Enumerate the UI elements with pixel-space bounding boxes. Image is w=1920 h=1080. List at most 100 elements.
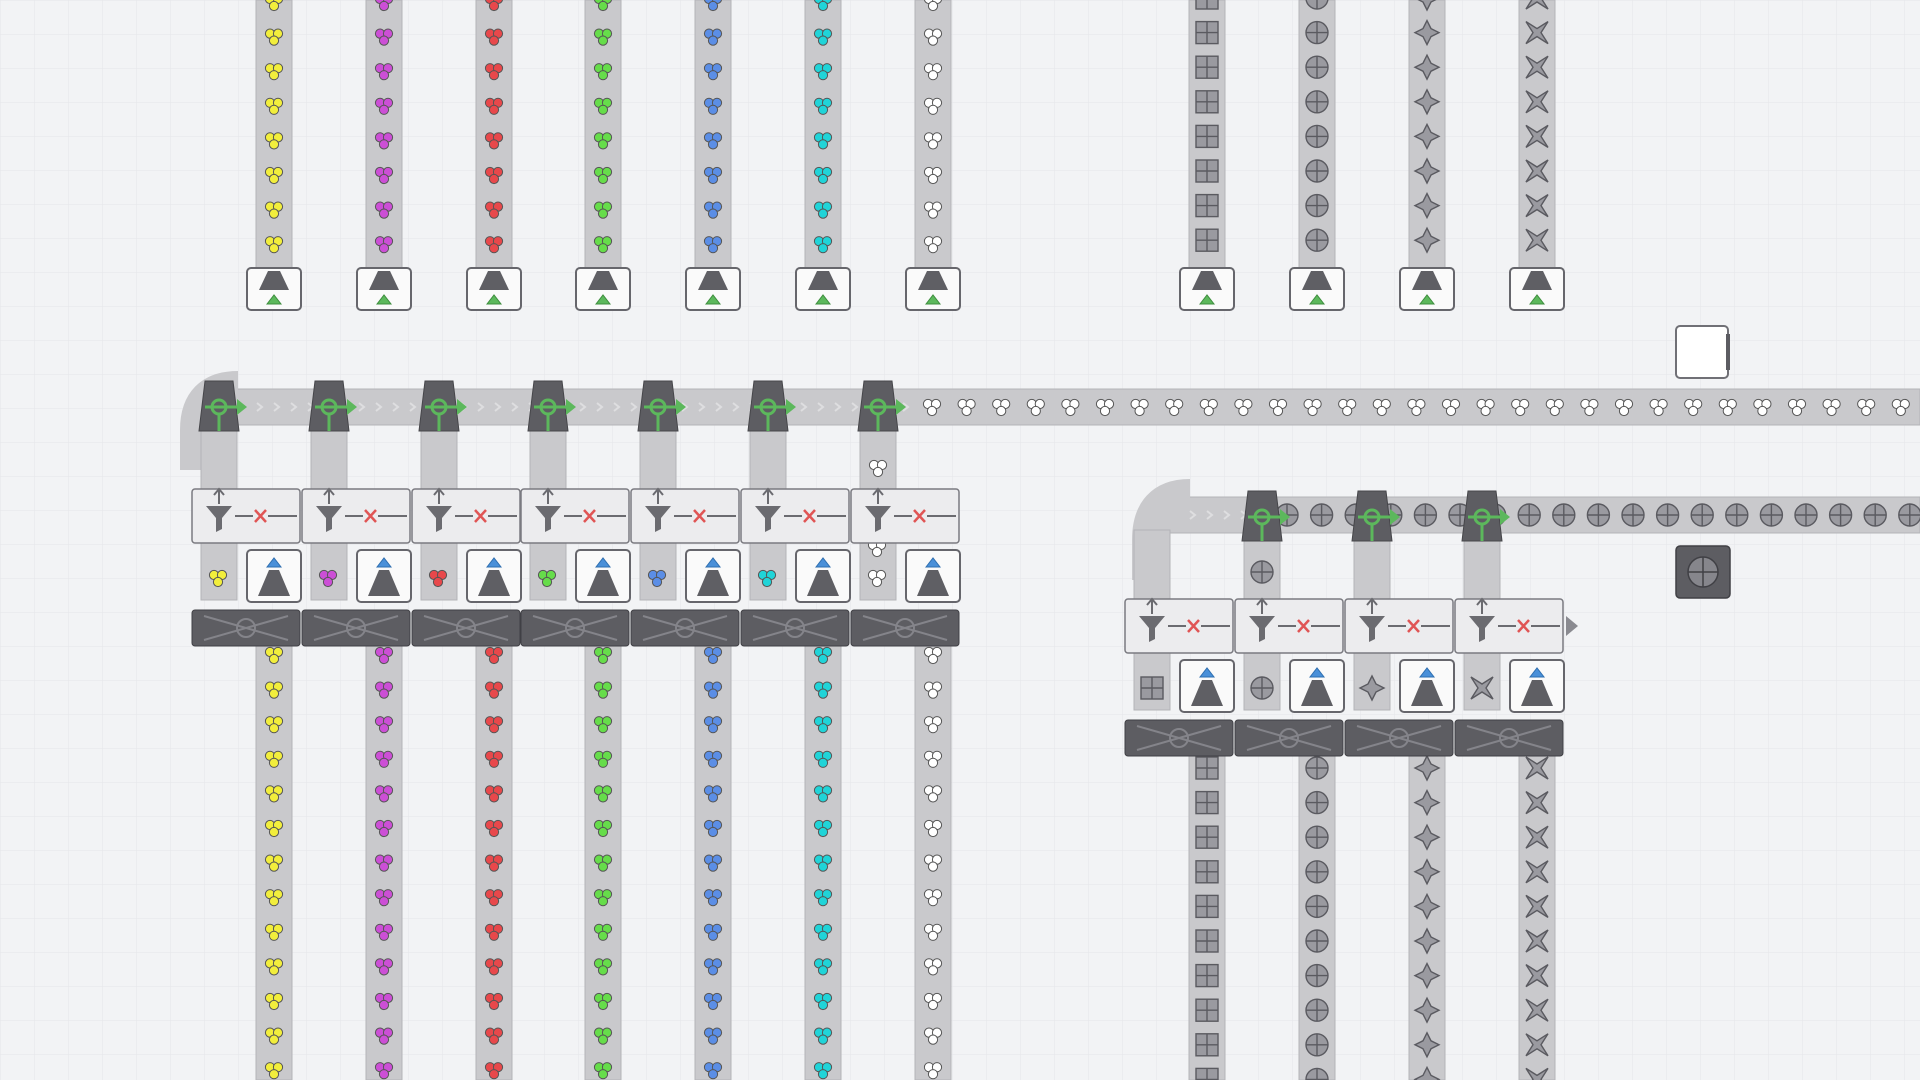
extractor[interactable] bbox=[1509, 267, 1565, 311]
extractor-processor[interactable] bbox=[905, 549, 961, 603]
merger-valve[interactable] bbox=[527, 380, 576, 432]
combiner[interactable] bbox=[1454, 719, 1564, 757]
item-lobe bbox=[488, 0, 500, 12]
merger-valve[interactable] bbox=[418, 380, 467, 432]
color-item bbox=[1095, 398, 1115, 417]
color-item bbox=[593, 1027, 613, 1045]
combiner[interactable] bbox=[191, 609, 301, 647]
shape-sink[interactable] bbox=[1675, 545, 1731, 599]
filter-splitter[interactable] bbox=[191, 487, 301, 544]
item-lobe bbox=[597, 930, 609, 941]
filter-splitter[interactable] bbox=[520, 487, 630, 544]
color-item bbox=[813, 958, 833, 976]
circle-cross-icon bbox=[1305, 1033, 1329, 1057]
extractor-processor[interactable] bbox=[1399, 659, 1455, 713]
merger-valve[interactable] bbox=[637, 380, 686, 432]
merger-valve[interactable] bbox=[747, 380, 796, 432]
storage-box-edge bbox=[1726, 334, 1730, 370]
extractor[interactable] bbox=[905, 267, 961, 311]
belt-arrow-icon bbox=[630, 402, 638, 412]
arrow-right-icon bbox=[1566, 616, 1578, 636]
processor-body bbox=[587, 570, 619, 596]
color-item bbox=[813, 1062, 833, 1080]
color-item bbox=[813, 923, 833, 941]
item-lobe bbox=[597, 723, 609, 734]
item-lobe bbox=[378, 757, 390, 768]
extractor-processor[interactable] bbox=[795, 549, 851, 603]
item-lobe bbox=[817, 757, 829, 768]
extractor-processor[interactable] bbox=[1179, 659, 1235, 713]
belt-vertical-lower-pinwheel[interactable] bbox=[1518, 719, 1556, 1080]
merger-valve[interactable] bbox=[198, 380, 247, 432]
filter-splitter[interactable] bbox=[411, 487, 521, 544]
filter-splitter[interactable] bbox=[740, 487, 850, 544]
color-item bbox=[1684, 398, 1703, 417]
extractor[interactable] bbox=[795, 267, 851, 311]
extractor[interactable] bbox=[1179, 267, 1235, 311]
extractor-processor[interactable] bbox=[356, 549, 412, 603]
merger-valve[interactable] bbox=[1461, 490, 1510, 542]
filter-splitter[interactable] bbox=[1344, 597, 1454, 654]
item-lobe bbox=[927, 757, 939, 768]
filter-splitter[interactable] bbox=[1234, 597, 1344, 654]
combiner[interactable] bbox=[520, 609, 630, 647]
filter-splitter[interactable] bbox=[1124, 597, 1234, 654]
extractor-processor[interactable] bbox=[466, 549, 522, 603]
color-item bbox=[703, 63, 723, 81]
star-icon bbox=[1413, 823, 1441, 851]
shape-lines bbox=[1725, 504, 1748, 526]
filter-splitter[interactable] bbox=[1454, 597, 1564, 654]
item-lobe bbox=[378, 104, 390, 115]
star-icon bbox=[1413, 157, 1441, 185]
item-lobe bbox=[1653, 405, 1664, 417]
star-icon bbox=[1413, 858, 1441, 886]
item-lobe bbox=[378, 0, 390, 12]
color-item bbox=[484, 97, 504, 115]
extractor[interactable] bbox=[575, 267, 631, 311]
combiner[interactable] bbox=[301, 609, 411, 647]
merger-valve[interactable] bbox=[857, 380, 906, 432]
merger-valve[interactable] bbox=[308, 380, 357, 432]
extractor-processor[interactable] bbox=[685, 549, 741, 603]
extractor-processor[interactable] bbox=[1509, 659, 1565, 713]
circle-cross-icon bbox=[1305, 756, 1329, 780]
item-lobe bbox=[817, 70, 829, 81]
merger-valve[interactable] bbox=[1351, 490, 1400, 542]
belt-arrow-icon bbox=[358, 402, 366, 412]
item-lobe bbox=[268, 723, 280, 734]
extractor-processor[interactable] bbox=[246, 549, 302, 603]
color-item bbox=[593, 166, 613, 185]
extractor[interactable] bbox=[246, 267, 302, 311]
filter-splitter[interactable] bbox=[850, 487, 960, 544]
color-item bbox=[484, 889, 504, 907]
extractor[interactable] bbox=[356, 267, 412, 311]
filter-splitter[interactable] bbox=[630, 487, 740, 544]
extractor[interactable] bbox=[685, 267, 741, 311]
combiner[interactable] bbox=[630, 609, 740, 647]
extractor[interactable] bbox=[466, 267, 522, 311]
up-arrow-icon bbox=[1256, 597, 1268, 614]
filter-splitter[interactable] bbox=[301, 487, 411, 544]
combiner[interactable] bbox=[850, 609, 960, 647]
circle-cross-icon bbox=[1305, 20, 1329, 45]
combiner[interactable] bbox=[1124, 719, 1234, 757]
color-item bbox=[923, 889, 943, 907]
item-lobe bbox=[597, 173, 609, 185]
combiner[interactable] bbox=[411, 609, 521, 647]
combiner[interactable] bbox=[1344, 719, 1454, 757]
extractor-processor[interactable] bbox=[1289, 659, 1345, 713]
combiner[interactable] bbox=[740, 609, 850, 647]
color-item bbox=[593, 1062, 613, 1080]
up-arrow-blue-icon bbox=[594, 557, 612, 568]
circle-cross-icon bbox=[1655, 503, 1680, 527]
up-arrow-extractor-icon bbox=[485, 294, 503, 305]
storage-box[interactable] bbox=[1675, 325, 1730, 379]
extractor-processor[interactable] bbox=[575, 549, 631, 603]
color-item bbox=[923, 63, 943, 81]
shape-lines bbox=[1196, 757, 1218, 779]
merger-valve[interactable] bbox=[1241, 490, 1290, 542]
extractor[interactable] bbox=[1289, 267, 1345, 311]
combiner[interactable] bbox=[1234, 719, 1344, 757]
extractor[interactable] bbox=[1399, 267, 1455, 311]
